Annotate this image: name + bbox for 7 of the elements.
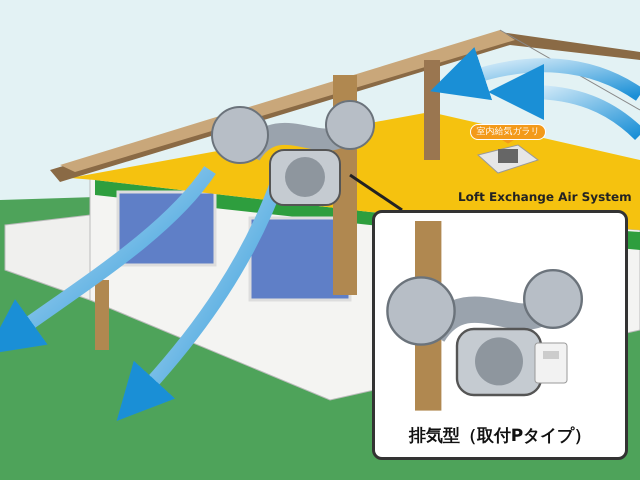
air-grille-drawing	[476, 144, 540, 174]
system-label: Loft Exchange Air System	[458, 190, 632, 204]
detail-panel	[372, 210, 628, 460]
callout-bubble: 室内給気ガラリ	[470, 124, 546, 140]
ventilation-fan-drawing	[211, 100, 375, 206]
product-caption: 排気型（取付Pタイプ）	[408, 425, 592, 447]
leader-line	[349, 174, 403, 212]
